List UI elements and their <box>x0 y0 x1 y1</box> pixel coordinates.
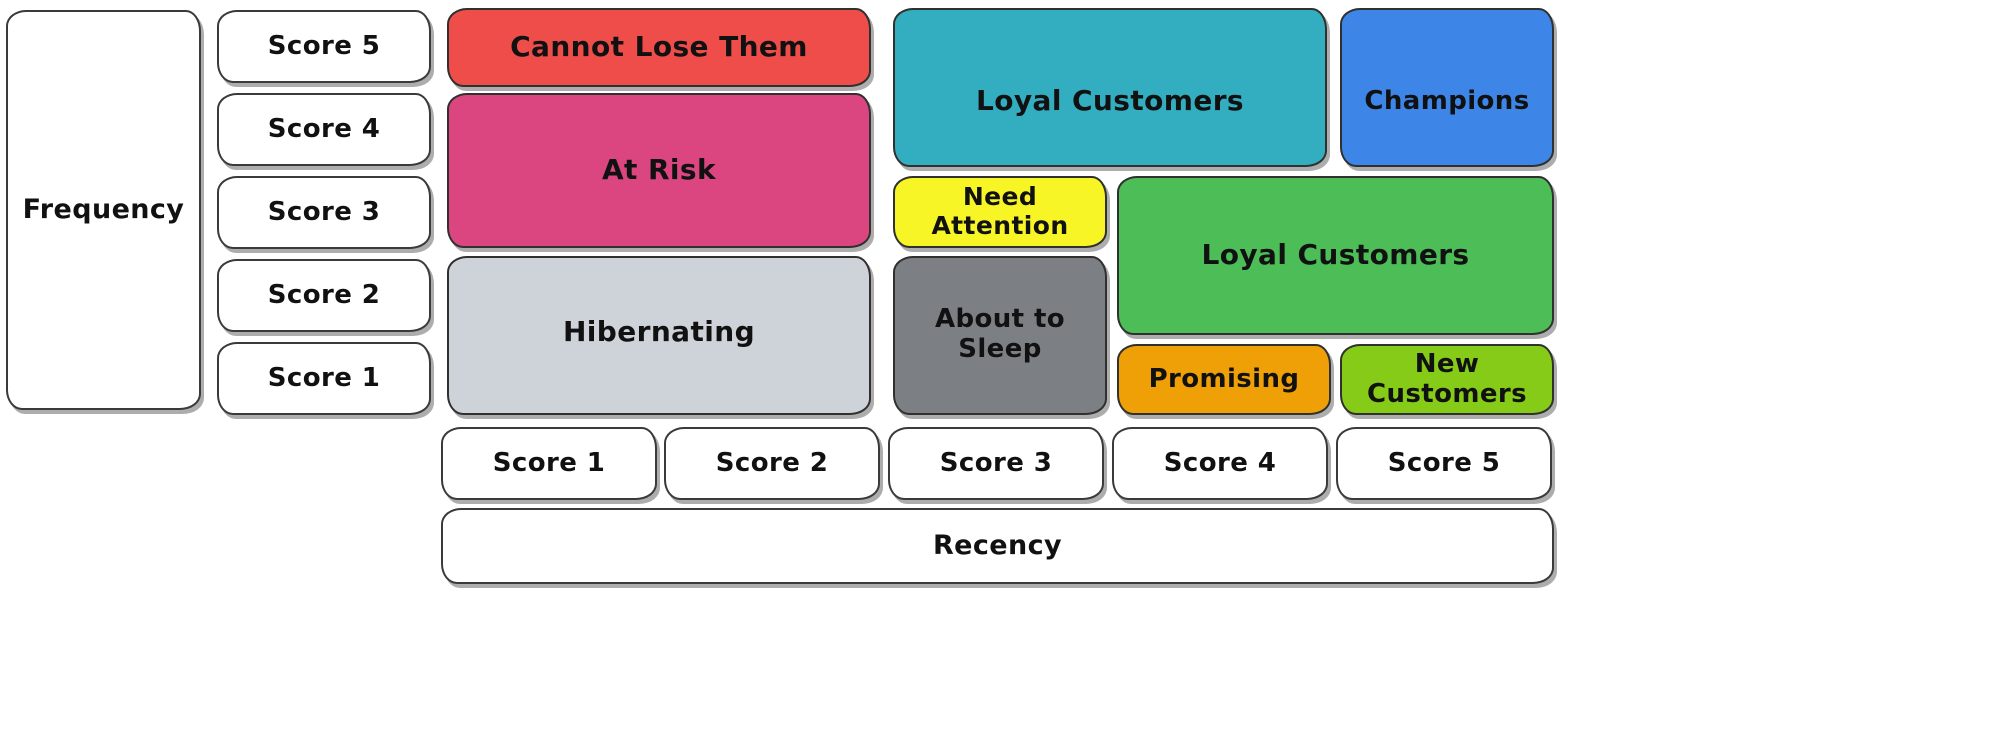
segment-loyal-customers-teal-label: Loyal Customers <box>976 83 1244 117</box>
segment-loyal-customers-teal[interactable]: Loyal Customers <box>893 8 1327 167</box>
segment-need-attention[interactable]: Need Attention <box>893 176 1107 248</box>
recency-score-2[interactable]: Score 2 <box>664 427 880 500</box>
recency-score-2-label: Score 2 <box>715 447 829 478</box>
frequency-score-1[interactable]: Score 1 <box>217 342 431 415</box>
segment-about-to-sleep-label: About to Sleep <box>934 304 1066 365</box>
recency-score-3-label: Score 3 <box>939 447 1053 478</box>
recency-score-5-label: Score 5 <box>1387 447 1501 478</box>
frequency-score-5[interactable]: Score 5 <box>217 10 431 83</box>
segment-at-risk[interactable]: At Risk <box>447 93 871 248</box>
recency-score-5[interactable]: Score 5 <box>1336 427 1552 500</box>
frequency-score-4-label: Score 4 <box>267 113 381 144</box>
segment-loyal-customers-green[interactable]: Loyal Customers <box>1117 176 1554 335</box>
segment-hibernating-label: Hibernating <box>562 315 756 348</box>
frequency-score-2[interactable]: Score 2 <box>217 259 431 332</box>
segment-loyal-customers-green-label: Loyal Customers <box>1201 238 1470 272</box>
segment-promising-label: Promising <box>1148 363 1300 394</box>
frequency-score-3[interactable]: Score 3 <box>217 176 431 249</box>
segment-at-risk-label: At Risk <box>601 153 717 187</box>
frequency-score-4[interactable]: Score 4 <box>217 93 431 166</box>
segment-new-customers-label: New Customers <box>1367 348 1527 409</box>
frequency-score-2-label: Score 2 <box>267 279 381 310</box>
frequency-score-3-label: Score 3 <box>267 196 381 227</box>
segment-promising[interactable]: Promising <box>1117 344 1331 415</box>
segment-about-to-sleep[interactable]: About to Sleep <box>893 256 1107 415</box>
segment-cannot-lose-them[interactable]: Cannot Lose Them <box>447 8 871 87</box>
frequency-score-1-label: Score 1 <box>267 362 381 393</box>
frequency-axis-label: Frequency <box>6 10 201 410</box>
recency-score-1[interactable]: Score 1 <box>441 427 657 500</box>
frequency-score-5-label: Score 5 <box>267 30 381 61</box>
segment-champions-label: Champions <box>1364 86 1530 117</box>
recency-score-3[interactable]: Score 3 <box>888 427 1104 500</box>
frequency-axis-text: Frequency <box>22 194 185 226</box>
recency-score-4[interactable]: Score 4 <box>1112 427 1328 500</box>
recency-score-4-label: Score 4 <box>1163 447 1277 478</box>
segment-cannot-lose-them-label: Cannot Lose Them <box>510 30 808 64</box>
segment-new-customers[interactable]: New Customers <box>1340 344 1554 415</box>
segment-hibernating[interactable]: Hibernating <box>447 256 871 415</box>
recency-axis-text: Recency <box>932 530 1063 562</box>
recency-axis-label: Recency <box>441 508 1554 584</box>
recency-score-1-label: Score 1 <box>492 447 606 478</box>
segment-champions[interactable]: Champions <box>1340 8 1554 167</box>
segment-need-attention-label: Need Attention <box>931 182 1069 240</box>
